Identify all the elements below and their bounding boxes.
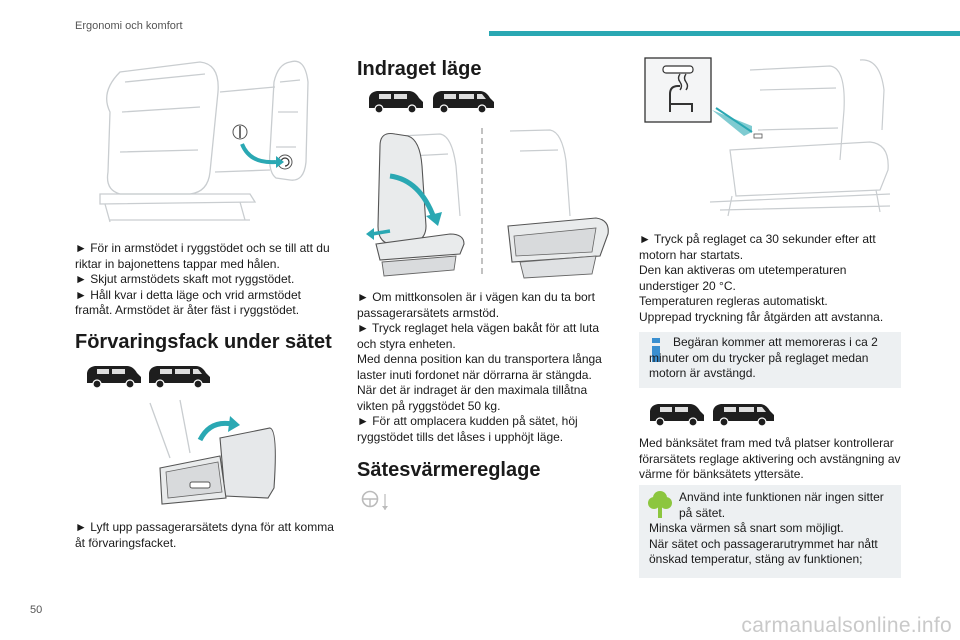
armrest-steps: ► För in armstödet i ryggstödet och se t…: [75, 241, 340, 319]
storage-step: ► Lyft upp passagerarsätets dyna för att…: [75, 520, 334, 550]
retracted-seat-illustration: [366, 128, 609, 279]
retracted-step: ► Tryck reglaget hela vägen bakåt för at…: [357, 321, 600, 351]
heating-step: ► Tryck på reglaget ca 30 sekunder efter…: [639, 232, 876, 262]
eco-tree-icon: [648, 491, 672, 518]
van-long-icon: [149, 366, 210, 389]
info-icon: [652, 338, 660, 362]
storage-illustration: [149, 399, 276, 505]
armrest-step: ► För in armstödet i ryggstödet och se t…: [75, 241, 330, 271]
info-note: Begäran kommer att memoreras i ca 2 minu…: [639, 332, 901, 388]
retracted-step: Med denna position kan du transportera l…: [357, 352, 602, 382]
eco-note-text: Använd inte funktionen när ingen sitter …: [649, 490, 897, 568]
retracted-step: ► För att omplacera kudden på sätet, höj…: [357, 414, 578, 444]
van-icon: [650, 404, 704, 427]
steering-wheel-icon: [361, 490, 388, 510]
heating-heading: Sätesvärmereglage: [357, 459, 541, 481]
retracted-step: När det är indraget är den maximala till…: [357, 383, 588, 413]
watermark: carmanualsonline.info: [741, 614, 952, 637]
van-icon: [87, 366, 141, 389]
retracted-step: ► Om mittkonsolen är i vägen kan du ta b…: [357, 290, 595, 320]
storage-steps: ► Lyft upp passagerarsätets dyna för att…: [75, 520, 340, 551]
van-icon: [369, 91, 423, 114]
eco-note-line: Använd inte funktionen när ingen sitter …: [679, 490, 884, 520]
storage-heading: Förvaringsfack under sätet: [75, 331, 332, 353]
bench-text: Med bänksätet fram med två platser kontr…: [639, 436, 901, 481]
section-title: Ergonomi och komfort: [75, 20, 183, 32]
eco-note-line: När sätet och passagerarutrymmet har nåt…: [649, 536, 878, 567]
retracted-steps: ► Om mittkonsolen är i vägen kan du ta b…: [357, 290, 607, 445]
page-number: 50: [30, 604, 43, 616]
retracted-heading: Indraget läge: [357, 58, 482, 80]
eco-note: Använd inte funktionen när ingen sitter …: [639, 485, 901, 578]
info-note-text: Begäran kommer att memoreras i ca 2 minu…: [649, 335, 878, 380]
van-long-icon: [433, 91, 494, 114]
armrest-step: ► Håll kvar i detta läge och vrid armstö…: [75, 287, 301, 318]
header-accent-bar: [489, 31, 960, 36]
armrest-step: ► Skjut armstödets skaft mot ryggstödet.: [75, 272, 295, 286]
armrest-illustration: [99, 60, 309, 223]
heating-step: Upprepad tryckning får åtgärden att avst…: [639, 309, 884, 324]
heating-step: Den kan aktiveras om utetemperaturen und…: [639, 263, 847, 293]
van-long-icon: [713, 404, 774, 427]
eco-note-line: Minska värmen så snart som möjligt.: [649, 521, 844, 535]
seat-heating-illustration: [644, 57, 891, 217]
heating-steps: ► Tryck på reglaget ca 30 sekunder efter…: [639, 232, 901, 325]
heating-step: Temperaturen regleras automatiskt.: [639, 294, 828, 308]
